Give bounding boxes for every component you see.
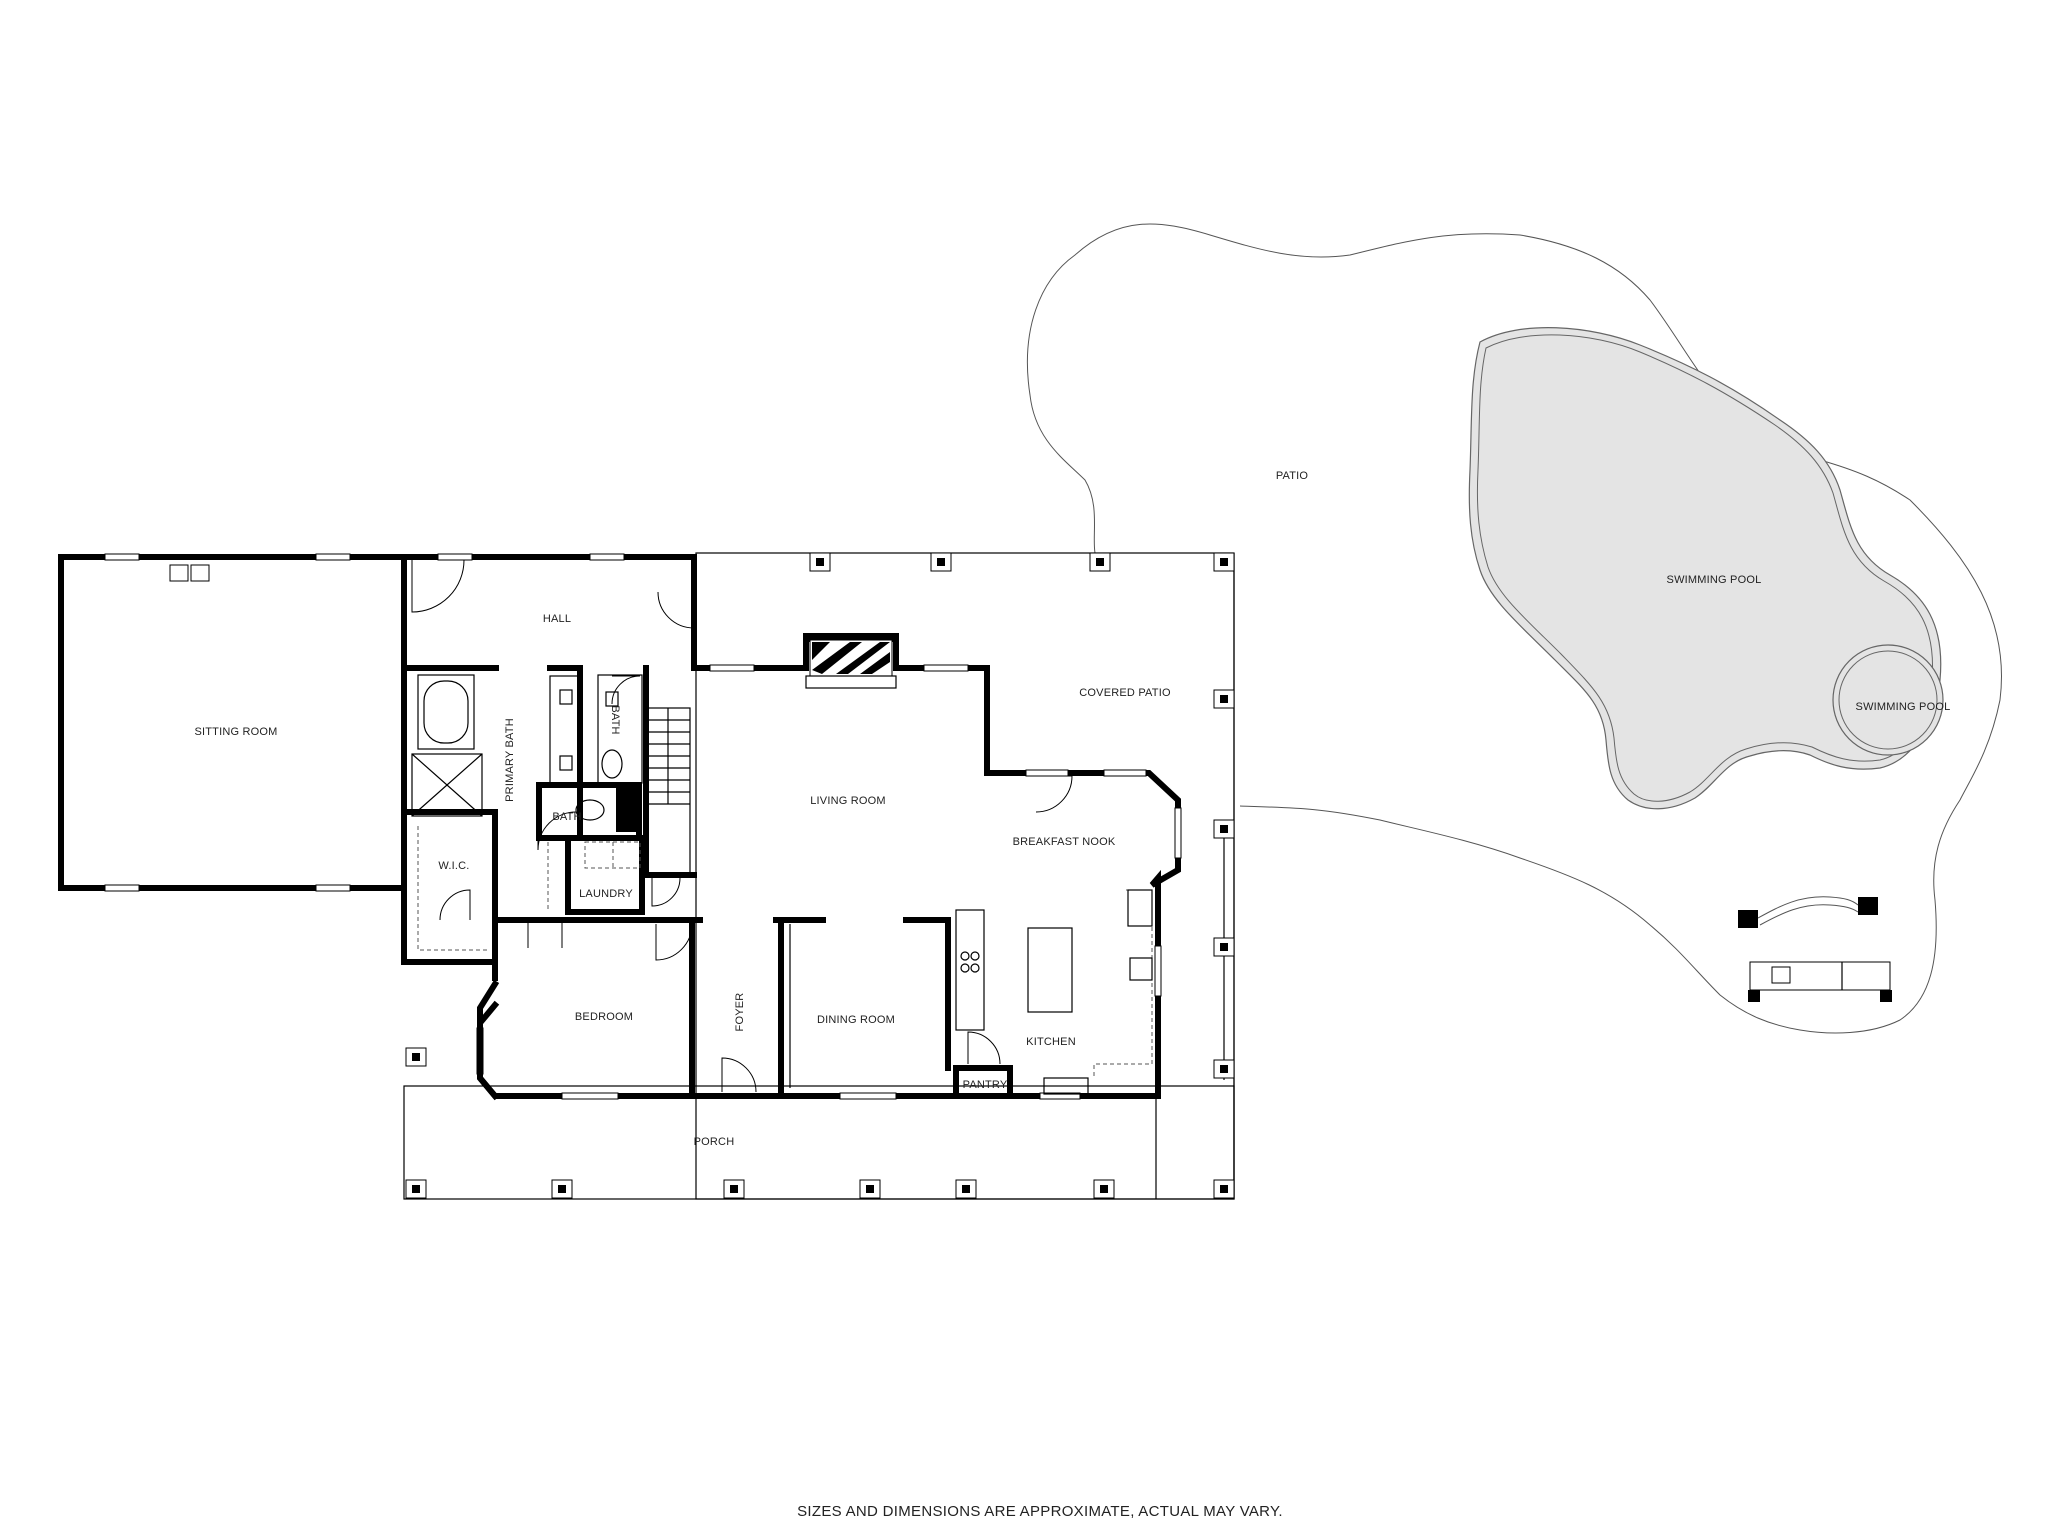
- label-breakfast-nook: BREAKFAST NOOK: [1013, 836, 1116, 848]
- label-dining-room: DINING ROOM: [817, 1014, 895, 1026]
- doors: [411, 559, 1073, 1093]
- outdoor-kitchen: [1738, 896, 1892, 1002]
- label-wic: W.I.C.: [438, 860, 469, 872]
- wic-closet: [417, 826, 490, 951]
- laundry-appliances: [584, 841, 641, 869]
- label-swimming-pool-spa: SWIMMING POOL: [1856, 701, 1951, 713]
- label-porch: PORCH: [694, 1136, 735, 1148]
- label-sitting-room: SITTING ROOM: [194, 726, 277, 738]
- label-patio: PATIO: [1276, 470, 1309, 482]
- label-hall: HALL: [543, 613, 571, 625]
- swimming-pool-main-edge: [1476, 334, 1934, 802]
- label-covered-patio: COVERED PATIO: [1079, 687, 1171, 699]
- label-primary-bath: PRIMARY BATH: [504, 718, 516, 802]
- main-house-walls: [401, 554, 1181, 1099]
- sitting-room-walls: [58, 553, 407, 892]
- swimming-pool-spa-edge: [1838, 650, 1938, 750]
- label-bath-upper: BATH: [609, 705, 621, 734]
- fireplace-icon: [805, 639, 897, 689]
- bedroom-bay: [477, 979, 500, 1101]
- label-bath-lower: BATH: [552, 811, 581, 823]
- kitchen-fixtures: [955, 889, 1153, 1095]
- label-laundry: LAUNDRY: [579, 888, 633, 900]
- label-pantry: PANTRY: [963, 1079, 1008, 1091]
- bath-fixtures: [411, 674, 643, 821]
- swimming-pool-main: [1468, 327, 1942, 810]
- label-kitchen: KITCHEN: [1026, 1036, 1076, 1048]
- posts: [405, 552, 1235, 1199]
- disclaimer-text: SIZES AND DIMENSIONS ARE APPROXIMATE, AC…: [797, 1503, 1283, 1520]
- swimming-pool-spa: [1832, 644, 1944, 756]
- label-living-room: LIVING ROOM: [810, 795, 886, 807]
- label-bedroom: BEDROOM: [575, 1011, 633, 1023]
- covered-patio-structure: [695, 552, 1235, 1200]
- label-swimming-pool-main: SWIMMING POOL: [1667, 574, 1762, 586]
- label-foyer: FOYER: [734, 993, 746, 1032]
- patio-outline: [1026, 223, 2002, 1034]
- stairs: [645, 707, 691, 875]
